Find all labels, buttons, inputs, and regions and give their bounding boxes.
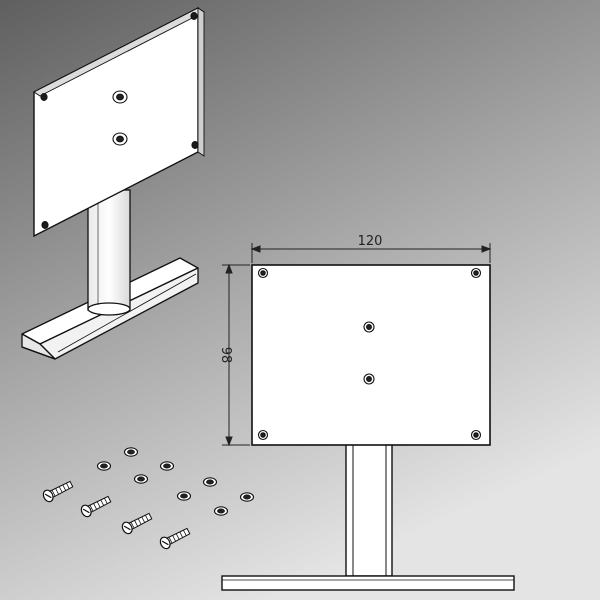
front-view-corner-holes [257,267,482,441]
stand-front-view: 120 98 [218,234,515,591]
height-dimension-label: 98 [218,347,233,364]
front-view-plate [251,264,491,446]
washer-5 [202,477,218,487]
height-dimension [222,263,250,447]
front-view-post [345,443,393,577]
washer-2 [96,461,112,471]
assembly-plate-center-nuts [112,90,128,146]
washer-7 [239,492,255,502]
assembly-plate-holes [40,11,199,229]
width-dimension-label: 120 [358,234,383,249]
assembly-mounting-plate [33,6,205,238]
front-view-center-holes [363,321,375,385]
washer-1 [123,447,139,457]
washer-8 [213,506,229,516]
stand-assembly-isometric [21,6,205,360]
washer-3 [159,461,175,471]
front-view-base [221,575,515,591]
assembly-post [87,189,131,316]
washer-4 [133,474,149,484]
width-dimension [250,243,492,263]
washer-6 [176,491,192,501]
